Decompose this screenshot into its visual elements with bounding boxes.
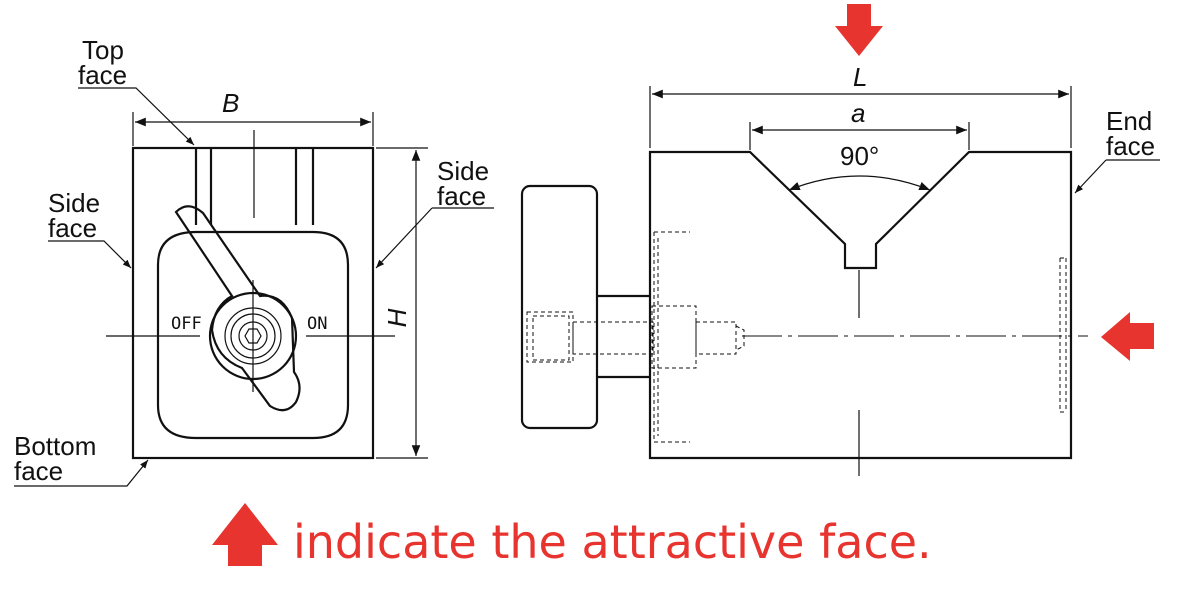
angle-label: 90° (840, 141, 879, 171)
switch-lever (174, 205, 301, 412)
front-body-outline (131, 146, 375, 460)
switch-off-label: OFF (171, 314, 202, 334)
hex-socket-icon (244, 328, 262, 344)
side-view: L a 90° End face (520, 4, 1160, 476)
side-face-label-right: Side face (437, 156, 496, 211)
switch-plate (156, 230, 350, 440)
attractive-face-arrow-end (1101, 312, 1154, 361)
attractive-face-arrow-legend (212, 503, 278, 566)
attractive-face-arrow-top (835, 4, 883, 56)
dimension-h-label: H (382, 308, 412, 327)
bottom-face-label: Bottom face (14, 431, 104, 486)
dimension-b-label: B (222, 88, 239, 118)
switch-on-label: ON (307, 314, 327, 334)
dimension-a-label: a (851, 98, 865, 128)
dimension-l-label: L (853, 62, 867, 92)
top-face-label: Top face (78, 35, 131, 90)
knob-side (520, 184, 599, 430)
caption-text: indicate the attractive face. (293, 515, 932, 569)
side-face-label-left: Side face (48, 188, 107, 243)
v-block-body (648, 150, 1073, 460)
front-view: OFF ON B H Top face Side face Side face … (14, 35, 496, 487)
end-face-label: End face (1106, 106, 1160, 161)
top-slot (194, 148, 315, 225)
legend-caption: indicate the attractive face. (212, 503, 932, 569)
